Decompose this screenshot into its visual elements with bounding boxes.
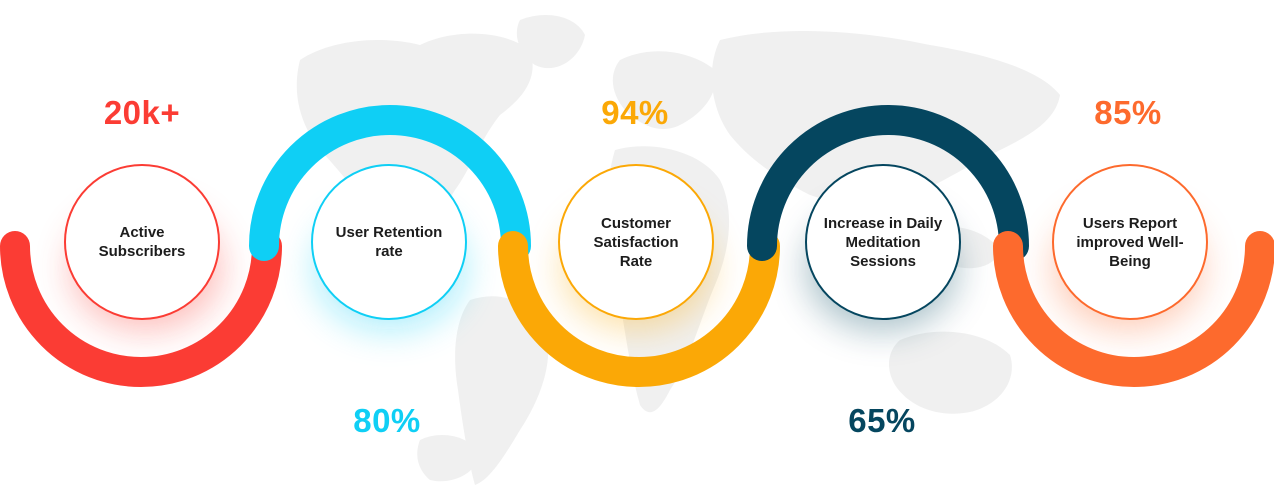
label-daily-meditation: Increase in Daily Meditation Sessions — [823, 214, 943, 270]
label-active-subscribers: Active Subscribers — [98, 224, 186, 260]
stat-value-well-being: 85% — [1094, 94, 1162, 131]
arc-navy — [747, 105, 1029, 261]
stat-value-subscribers: 20k+ — [103, 94, 181, 131]
label-user-retention: User Retention rate — [335, 224, 443, 260]
arc-red — [0, 231, 282, 387]
stat-value-retention: 80% — [353, 402, 421, 439]
circle-user-retention: User Retention rate — [311, 164, 467, 320]
label-well-being: Users Report improved Well- Being — [1076, 214, 1184, 270]
arc-yellow — [498, 231, 780, 387]
circle-customer-satisfaction: Customer Satisfaction Rate — [558, 164, 714, 320]
arc-orange — [993, 231, 1274, 387]
stat-value-meditation: 65% — [848, 402, 916, 439]
circle-active-subscribers: Active Subscribers — [64, 164, 220, 320]
circle-daily-meditation: Increase in Daily Meditation Sessions — [805, 164, 961, 320]
stat-value-satisfaction: 94% — [601, 94, 669, 131]
arc-cyan — [249, 105, 531, 261]
circle-well-being: Users Report improved Well- Being — [1052, 164, 1208, 320]
label-customer-satisfaction: Customer Satisfaction Rate — [593, 214, 679, 270]
